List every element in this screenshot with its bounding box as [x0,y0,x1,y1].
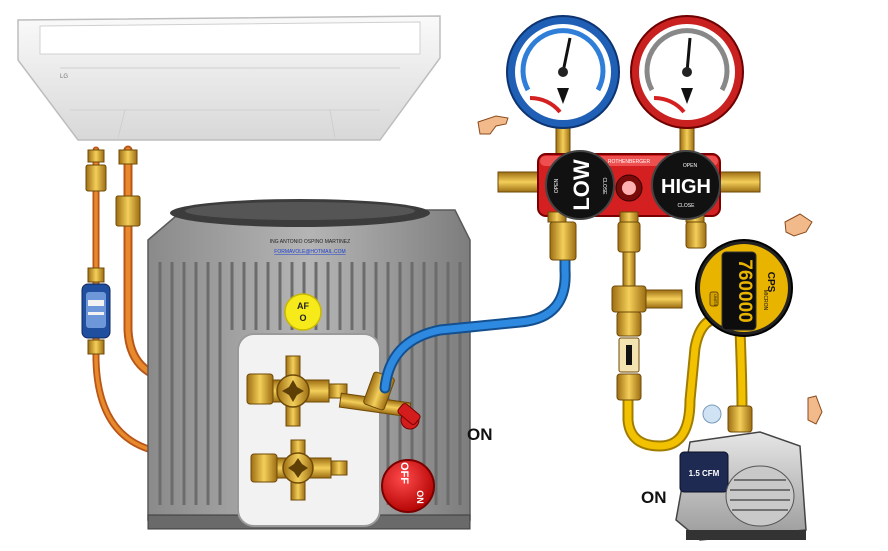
gauge-brand: CPS [765,272,776,293]
high-valve-knob[interactable]: HIGH OPEN CLOSE [651,150,721,220]
credit-email: FORMAVOLE@HOTMAIL.COM [274,249,345,255]
digital-micron-gauge: 760000 CPS MICRON UNITS [695,239,793,337]
low-valve-knob[interactable]: LOW OPEN CLOSE [545,150,615,220]
af-badge-line1: AF [297,301,309,311]
high-close-label: CLOSE [678,203,696,209]
manifold-brand: ROTHENBERGER [608,159,651,165]
liquid-service-valve[interactable] [250,439,348,501]
service-panel [237,333,381,527]
low-close-label: CLOSE [601,178,607,196]
credit-name: ING ANTONIO OSPINO MARTINEZ [270,239,350,245]
high-knob-label: HIGH [661,176,711,198]
high-pressure-gauge [630,15,744,161]
vacuum-pump[interactable]: 1.5 CFM [675,404,807,541]
switch-on-label: ON [415,490,425,504]
pump-on-label: ON [641,488,667,507]
vacuum-tee-and-valves [611,251,683,401]
low-open-label: OPEN [554,179,560,194]
indoor-brand-logo: LG [60,74,68,80]
pointing-hand-icon [477,115,823,425]
low-knob-label: LOW [569,159,594,211]
indoor-unit: LG [17,15,441,141]
switch-off-label: OFF [398,462,410,484]
pump-model: 1.5 CFM [689,469,720,478]
gauge-units-button[interactable]: UNITS [713,294,718,306]
power-switch[interactable]: OFF ON [381,459,435,513]
valve-on-label: ON [467,425,493,444]
gauge-unit: MICRON [762,290,768,311]
low-pressure-gauge [506,15,620,161]
manifold-hose-fittings [549,221,707,261]
flare-fittings [85,149,141,355]
filter-drier [81,283,111,339]
blue-hose [379,252,571,394]
yellow-hose [622,312,748,452]
af-badge-line2: O [299,313,306,323]
af-badge: AF O [284,293,322,331]
micron-reading: 760000 [734,259,755,322]
high-open-label: OPEN [683,163,698,169]
